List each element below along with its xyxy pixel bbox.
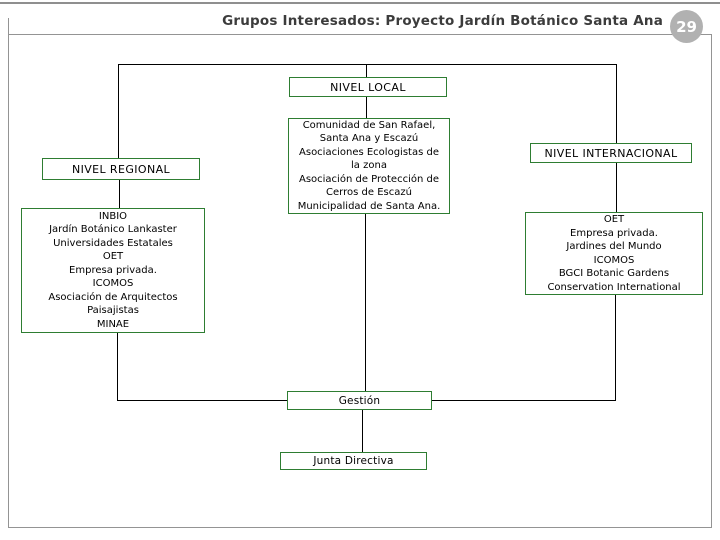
international-groups-text: OET Empresa privada. Jardines del Mundo … bbox=[547, 214, 681, 293]
box-regional-groups: INBIO Jardín Botánico Lankaster Universi… bbox=[21, 208, 205, 333]
connector-nivel-regional-to-regional-groups bbox=[119, 180, 120, 208]
frame-left-border bbox=[8, 18, 9, 527]
connector-left-elbow-to-gestion bbox=[117, 400, 287, 401]
gestion-label: Gestión bbox=[338, 394, 381, 407]
box-international-groups: OET Empresa privada. Jardines del Mundo … bbox=[525, 212, 703, 295]
connector-left-to-nivel-regional bbox=[118, 64, 119, 158]
box-junta-directiva: Junta Directiva bbox=[280, 452, 427, 470]
nivel-local-label: NIVEL LOCAL bbox=[330, 80, 406, 94]
box-nivel-local: NIVEL LOCAL bbox=[289, 77, 447, 97]
frame-bottom-border bbox=[8, 527, 712, 528]
page-title: Grupos Interesados: Proyecto Jardín Botá… bbox=[222, 13, 663, 29]
connector-right-elbow-to-gestion bbox=[432, 400, 616, 401]
nivel-regional-label: NIVEL REGIONAL bbox=[71, 162, 171, 176]
page-number-badge: 29 bbox=[670, 10, 703, 43]
connector-local-groups-to-gestion bbox=[365, 214, 366, 391]
connector-international-groups-down bbox=[615, 295, 616, 401]
frame-top-border bbox=[8, 34, 712, 35]
box-nivel-internacional: NIVEL INTERNACIONAL bbox=[530, 143, 692, 163]
connector-gestion-to-junta bbox=[362, 410, 363, 452]
box-gestion: Gestión bbox=[287, 391, 432, 410]
connector-center-to-nivel-local bbox=[366, 64, 367, 77]
local-groups-text: Comunidad de San Rafael, Santa Ana y Esc… bbox=[297, 119, 441, 212]
connector-regional-groups-down bbox=[117, 333, 118, 401]
junta-directiva-label: Junta Directiva bbox=[313, 455, 394, 467]
connector-top-horizontal bbox=[118, 64, 616, 65]
nivel-internacional-label: NIVEL INTERNACIONAL bbox=[544, 146, 678, 160]
connector-right-to-nivel-internacional bbox=[616, 64, 617, 143]
top-edge-strip bbox=[0, 2, 720, 4]
connector-nivel-internacional-to-international-groups bbox=[616, 163, 617, 212]
box-nivel-regional: NIVEL REGIONAL bbox=[42, 158, 200, 180]
regional-groups-text: INBIO Jardín Botánico Lankaster Universi… bbox=[48, 210, 178, 330]
connector-nivel-local-to-local-groups bbox=[366, 97, 367, 118]
frame-right-border bbox=[711, 34, 712, 527]
box-local-groups: Comunidad de San Rafael, Santa Ana y Esc… bbox=[288, 118, 450, 214]
